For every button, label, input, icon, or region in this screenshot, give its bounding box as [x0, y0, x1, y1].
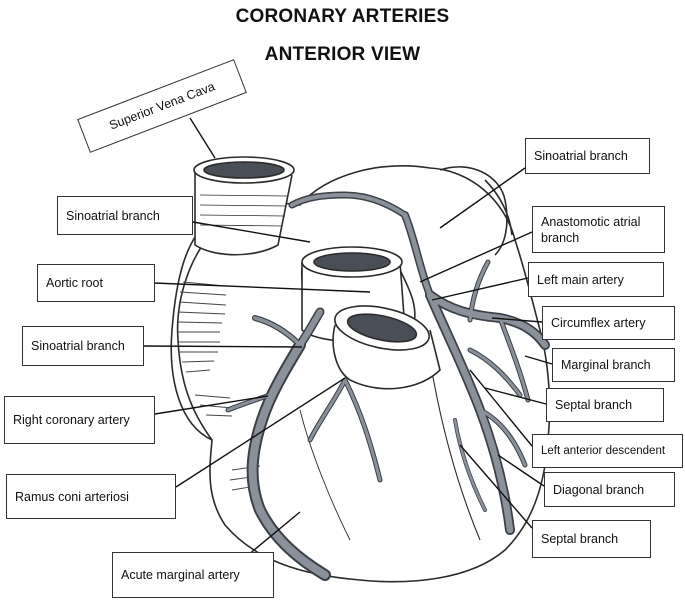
label-ramus-coni-arteriosi: Ramus coni arteriosi	[6, 474, 176, 519]
label-sinoatrial-branch-mid-left: Sinoatrial branch	[22, 326, 144, 366]
label-sinoatrial-branch-upper-left: Sinoatrial branch	[57, 196, 193, 235]
leader-sinoatrial-branch-top-right	[439, 167, 526, 229]
label-sinoatrial-branch-top-right-text: Sinoatrial branch	[534, 149, 628, 163]
label-ramus-coni-arteriosi-text: Ramus coni arteriosi	[15, 489, 129, 504]
label-marginal-branch-text: Marginal branch	[561, 358, 651, 372]
label-septal-branch-lower: Septal branch	[532, 520, 651, 558]
label-right-coronary-artery-text: Right coronary artery	[13, 413, 130, 427]
leader-diagonal-branch	[497, 454, 545, 487]
pulmonary-trunk	[332, 305, 441, 390]
diagram-title: CORONARY ARTERIES	[235, 6, 450, 27]
label-sinoatrial-branch-upper-left-text: Sinoatrial branch	[66, 208, 160, 223]
label-left-main-artery-text: Left main artery	[537, 272, 624, 287]
leader-left-main-artery	[431, 277, 529, 301]
leader-anastomotic-atrial-branch	[419, 231, 533, 283]
label-acute-marginal-artery-text: Acute marginal artery	[121, 568, 240, 582]
leader-left-anterior-descendent	[469, 369, 533, 447]
leader-ramus-coni-arteriosi	[175, 377, 346, 488]
leader-sinoatrial-branch-upper-left	[192, 221, 311, 243]
superior-vena-cava	[193, 156, 295, 256]
label-anastomotic-atrial-branch: Anastomotic atrial branch	[532, 206, 665, 253]
label-septal-branch-lower-text: Septal branch	[541, 532, 619, 546]
leader-circumflex-artery	[491, 317, 543, 323]
label-anastomotic-atrial-branch-text: Anastomotic atrial branch	[541, 214, 641, 245]
label-circumflex-artery-text: Circumflex artery	[551, 316, 646, 330]
label-left-anterior-descendent: Left anterior descendent	[532, 434, 683, 468]
label-septal-branch-upper: Septal branch	[546, 388, 664, 422]
leader-sinoatrial-branch-mid-left	[142, 345, 303, 348]
leader-aortic-root	[153, 282, 371, 293]
label-acute-marginal-artery: Acute marginal artery	[112, 552, 274, 598]
label-diagonal-branch: Diagonal branch	[544, 472, 675, 507]
label-aortic-root: Aortic root	[37, 264, 155, 302]
leader-right-coronary-artery	[154, 395, 269, 415]
label-sinoatrial-branch-mid-left-text: Sinoatrial branch	[31, 339, 125, 353]
coronary-arteries	[225, 191, 550, 581]
leader-lines	[142, 117, 553, 561]
label-septal-branch-upper-text: Septal branch	[555, 398, 633, 412]
label-right-coronary-artery: Right coronary artery	[4, 396, 155, 444]
leader-marginal-branch	[524, 355, 553, 365]
label-aortic-root-text: Aortic root	[46, 276, 103, 290]
diagram-subtitle: ANTERIOR VIEW	[264, 44, 421, 65]
leader-septal-branch-upper	[484, 387, 547, 405]
label-left-anterior-descendent-text: Left anterior descendent	[541, 445, 666, 457]
label-diagonal-branch-text: Diagonal branch	[553, 482, 645, 497]
leader-superior-vena-cava	[189, 117, 216, 159]
label-left-main-artery: Left main artery	[528, 262, 664, 297]
label-sinoatrial-branch-top-right: Sinoatrial branch	[525, 138, 650, 174]
label-marginal-branch: Marginal branch	[552, 348, 675, 382]
leader-septal-branch-lower	[459, 444, 533, 529]
label-circumflex-artery: Circumflex artery	[542, 306, 675, 340]
